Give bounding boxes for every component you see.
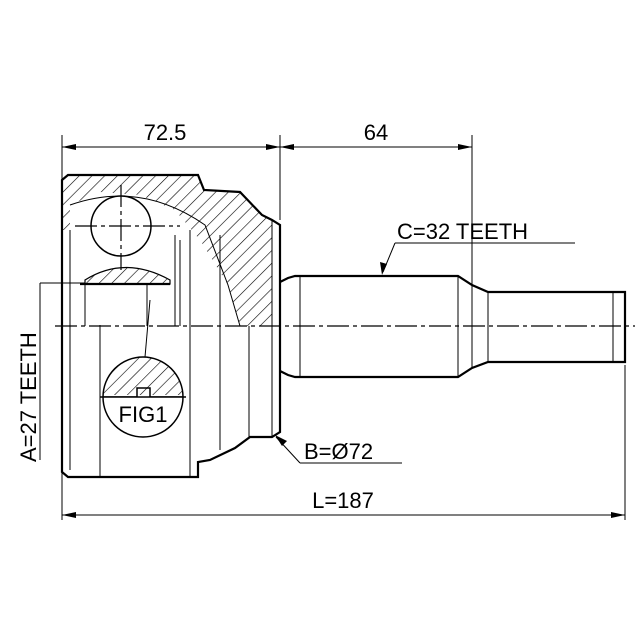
fig1-label: FIG1 bbox=[119, 402, 168, 427]
dimension-lines bbox=[62, 144, 625, 518]
outer-housing bbox=[60, 173, 282, 479]
total-length-label: L=187 bbox=[312, 488, 374, 513]
dim-shaft-length: 64 bbox=[364, 120, 388, 145]
inner-spline-label: A=27 TEETH bbox=[16, 332, 41, 462]
dim-body-length: 72.5 bbox=[144, 120, 187, 145]
ball-bearing bbox=[75, 185, 180, 270]
fig1-detail: FIG1 bbox=[100, 299, 186, 438]
leaders bbox=[39, 242, 575, 464]
outer-spline-label: C=32 TEETH bbox=[397, 219, 528, 244]
abs-ring-label: B=Ø72 bbox=[304, 439, 373, 464]
